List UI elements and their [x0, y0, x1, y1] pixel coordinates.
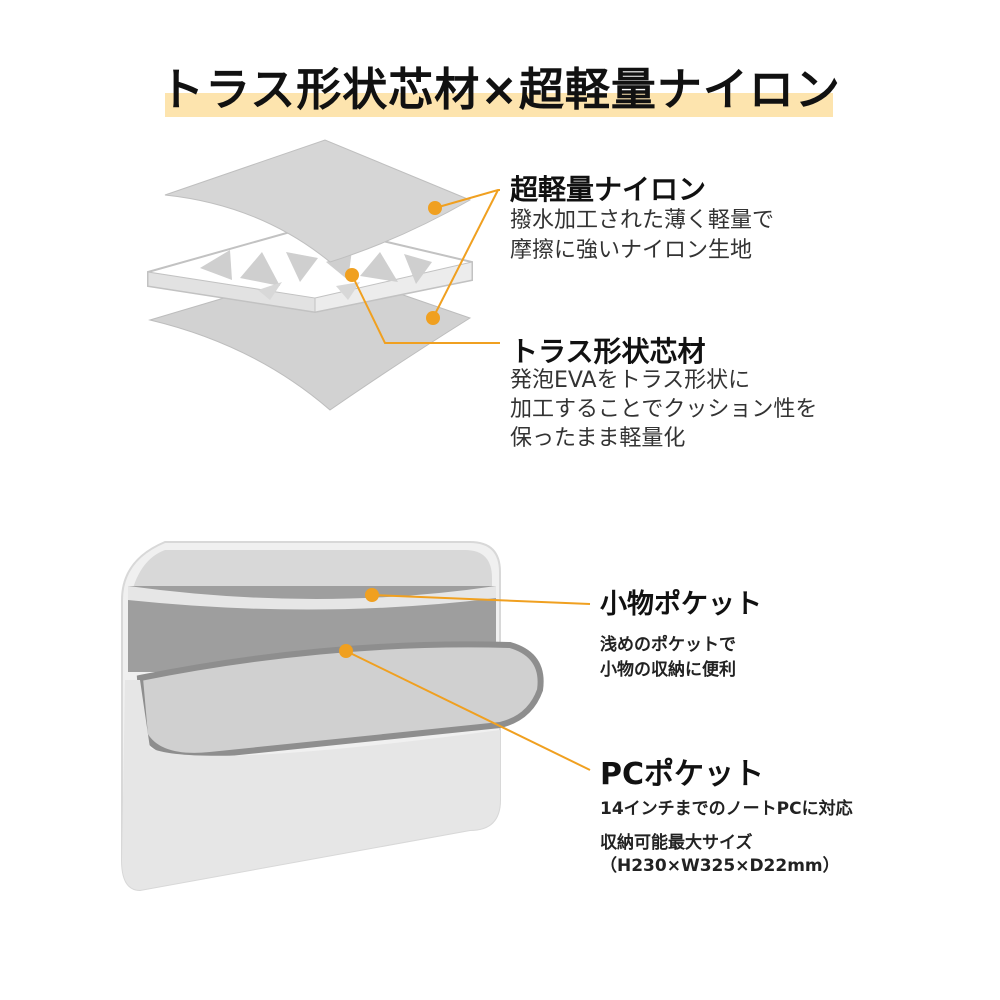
truss-desc: 発泡EVAをトラス形状に 加工することでクッション性を 保ったまま軽量化 [510, 366, 817, 453]
bottom-nylon-sheet [148, 267, 472, 411]
nylon-label: 超軽量ナイロン [510, 173, 707, 206]
truss-desc-line: 保ったまま軽量化 [510, 426, 686, 451]
small-pocket-label: 小物ポケット [600, 589, 762, 620]
truss-desc-line: 加工することでクッション性を [510, 397, 818, 422]
pc-pocket-desc: 14インチまでのノートPCに対応 [600, 799, 853, 819]
small-pocket-desc-line: 浅めのポケットで [600, 635, 736, 655]
pocket-case [121, 541, 544, 892]
truss-desc-line: 発泡EVAをトラス形状に [510, 368, 751, 393]
small-pocket-desc: 浅めのポケットで 小物の収納に便利 [600, 633, 736, 683]
pc-pocket-size: 収納可能最大サイズ （H230×W325×D22mm） [600, 832, 840, 878]
small-pocket-desc-line: 小物の収納に便利 [600, 660, 736, 680]
pc-size-title: 収納可能最大サイズ [600, 833, 753, 853]
truss-label: トラス形状芯材 [510, 335, 706, 368]
truss-core [147, 223, 473, 314]
nylon-desc: 撥水加工された薄く軽量で 摩擦に強いナイロン生地 [510, 206, 774, 266]
pc-size-dimensions: （H230×W325×D22mm） [600, 856, 840, 876]
nylon-desc-line: 撥水加工された薄く軽量で [510, 208, 775, 233]
leader-lines [345, 189, 591, 771]
page-title: トラス形状芯材×超軽量ナイロン [159, 63, 841, 116]
marker-dots [339, 201, 442, 658]
pc-pocket-label: PCポケット [600, 757, 765, 792]
title-block: トラス形状芯材×超軽量ナイロン [0, 55, 1000, 125]
nylon-desc-line: 摩擦に強いナイロン生地 [510, 238, 753, 263]
title-highlight [165, 93, 833, 117]
top-nylon-sheet [164, 139, 472, 263]
